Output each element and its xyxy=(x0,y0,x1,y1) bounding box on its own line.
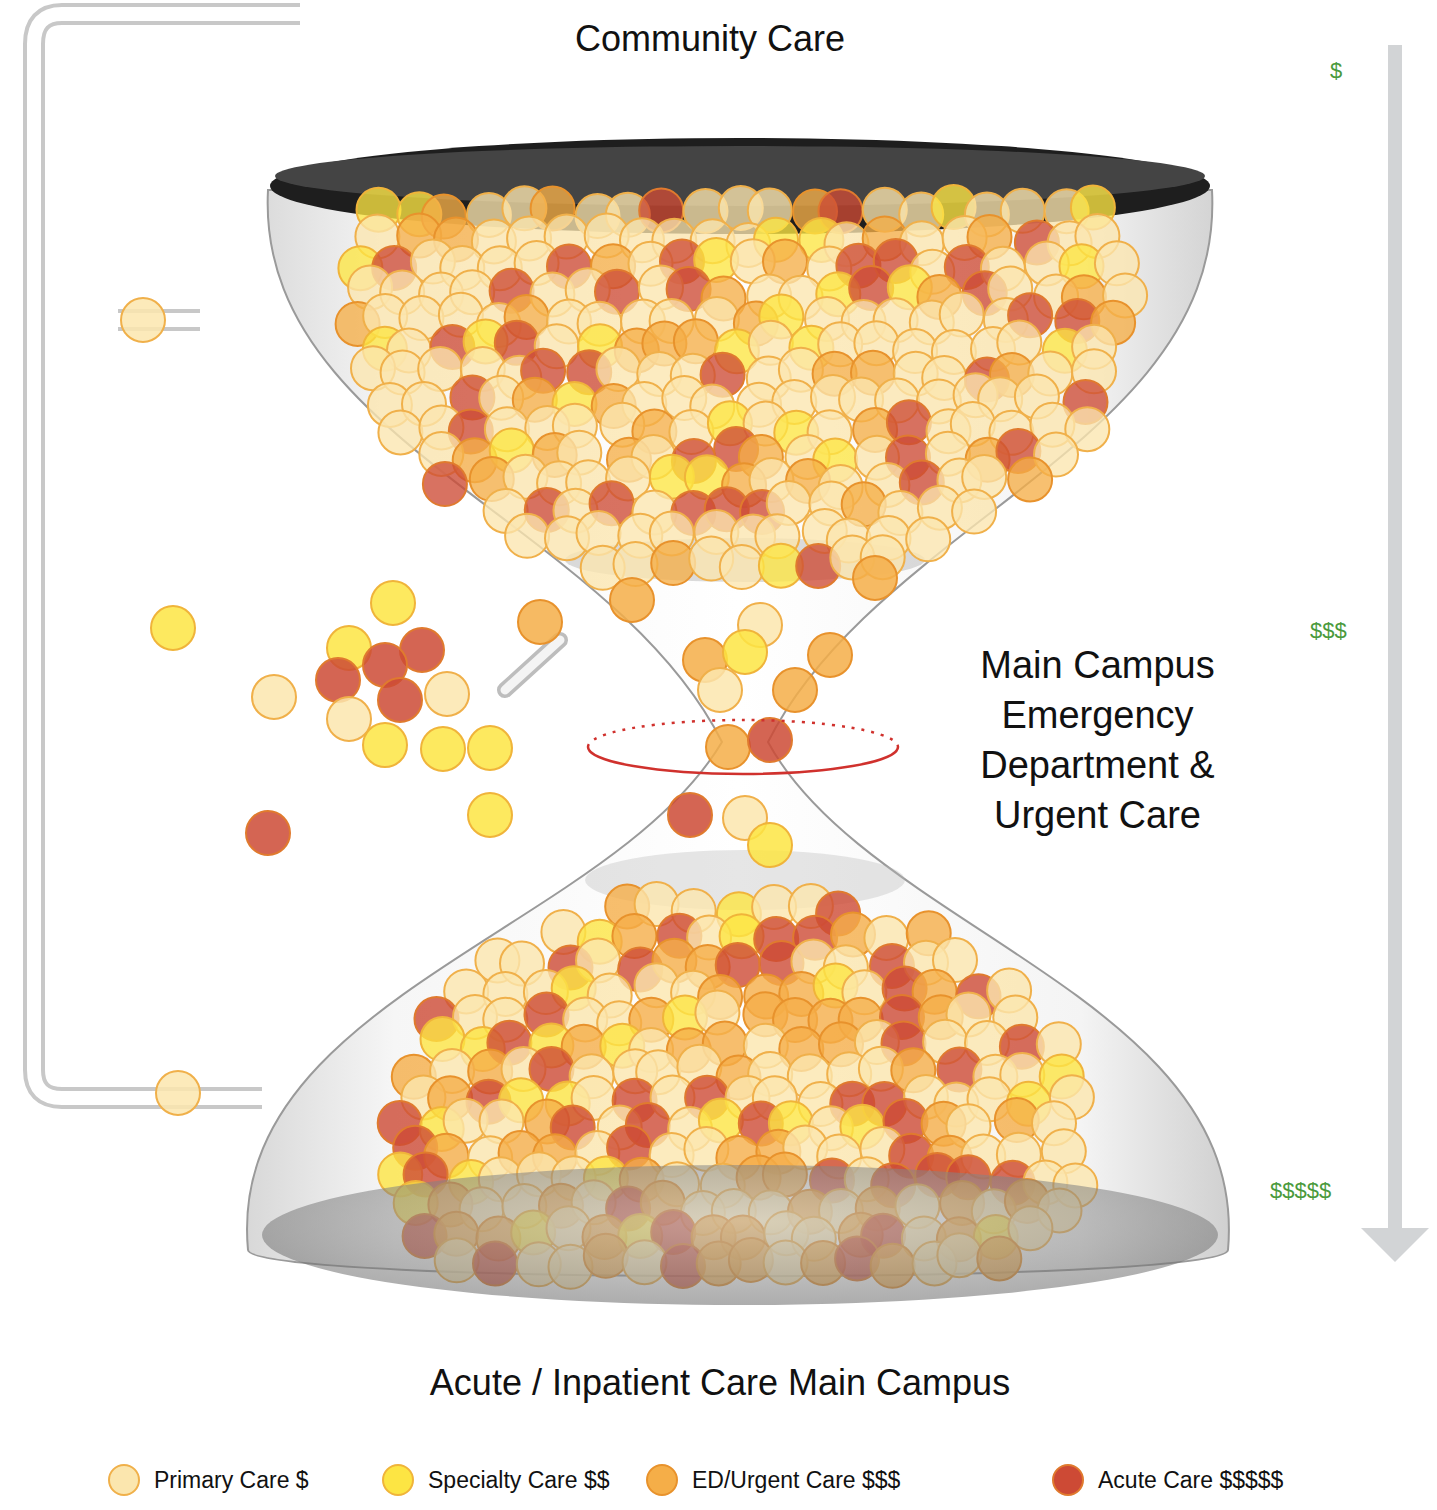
patient-dot xyxy=(363,723,407,767)
patient-dot xyxy=(121,298,165,342)
legend-swatch xyxy=(646,1464,678,1496)
glass-stub xyxy=(505,640,560,690)
legend-swatch xyxy=(382,1464,414,1496)
patient-dot xyxy=(773,668,817,712)
cost-arrow-head xyxy=(1361,1228,1429,1262)
patient-dot xyxy=(421,727,465,771)
glass-stub xyxy=(505,640,560,690)
patient-dot xyxy=(505,514,549,558)
cost-arrow xyxy=(1388,45,1402,1240)
patient-dot xyxy=(378,411,422,455)
patient-dot xyxy=(748,823,792,867)
patient-dot xyxy=(423,462,467,506)
patient-dot xyxy=(952,490,996,534)
patient-dot xyxy=(156,1071,200,1115)
legend-item: Specialty Care $$ xyxy=(382,1464,610,1496)
sand-pile xyxy=(262,1165,1218,1305)
legend-text: Specialty Care $$ xyxy=(428,1467,610,1494)
patient-dot xyxy=(246,811,290,855)
patient-dot xyxy=(610,578,654,622)
patient-dot xyxy=(651,541,695,585)
section-label: Main Campus Emergency Department & Urgen… xyxy=(955,640,1240,840)
legend-text: Primary Care $ xyxy=(154,1467,309,1494)
patient-dot xyxy=(316,658,360,702)
section-label: Community Care xyxy=(560,18,860,60)
patient-dot xyxy=(723,630,767,674)
patient-dot xyxy=(327,697,371,741)
patient-dot xyxy=(371,581,415,625)
patient-dot xyxy=(720,545,764,589)
patient-dot xyxy=(706,725,750,769)
legend-swatch xyxy=(108,1464,140,1496)
legend-swatch xyxy=(1052,1464,1084,1496)
patient-dot xyxy=(378,678,422,722)
patient-dot xyxy=(1008,458,1052,502)
patient-dots xyxy=(121,185,1147,1289)
patient-dot xyxy=(425,672,469,716)
patient-dot xyxy=(940,293,984,337)
patient-dot xyxy=(698,668,742,712)
patient-dot xyxy=(668,793,712,837)
legend-item: ED/Urgent Care $$$ xyxy=(646,1464,900,1496)
legend-item: Primary Care $ xyxy=(108,1464,309,1496)
cost-label: $ xyxy=(1330,58,1370,84)
patient-dot xyxy=(906,517,950,561)
legend-text: Acute Care $$$$$ xyxy=(1098,1467,1283,1494)
patient-dot xyxy=(151,606,195,650)
patient-dot xyxy=(748,718,792,762)
return-tube xyxy=(34,14,300,1098)
cost-label: $$$$$ xyxy=(1270,1178,1370,1204)
patient-dot xyxy=(518,600,562,644)
legend-text: ED/Urgent Care $$$ xyxy=(692,1467,900,1494)
patient-dot xyxy=(468,726,512,770)
patient-dot xyxy=(252,675,296,719)
legend-item: Acute Care $$$$$ xyxy=(1052,1464,1283,1496)
patient-dot xyxy=(468,793,512,837)
cost-label: $$$ xyxy=(1310,618,1380,644)
patient-dot xyxy=(853,556,897,600)
section-label: Acute / Inpatient Care Main Campus xyxy=(340,1362,1100,1404)
neck-ring-front xyxy=(588,747,898,774)
neck-ring-back xyxy=(588,720,898,747)
patient-dot xyxy=(808,633,852,677)
